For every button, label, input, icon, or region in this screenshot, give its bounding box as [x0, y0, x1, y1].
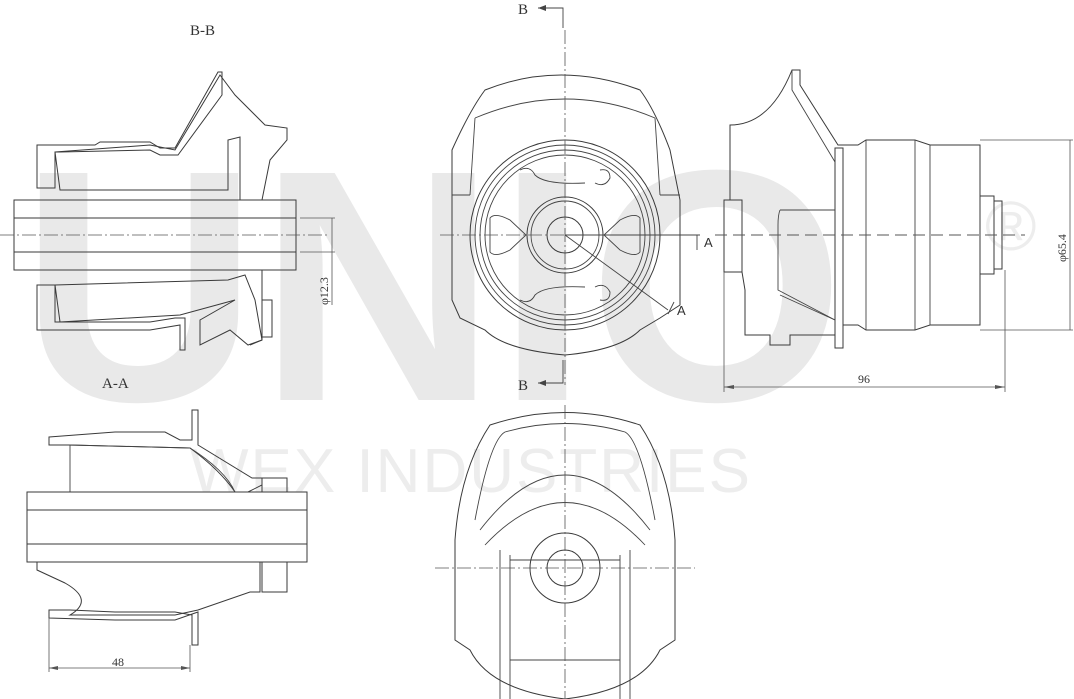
dim-overall-length: 96 — [858, 372, 870, 386]
watermark: UNIO ® WEX INDUSTRIES — [20, 101, 1037, 506]
dim-section-length: 48 — [112, 655, 124, 669]
section-bb-label: B-B — [190, 23, 215, 39]
dim-inner-diameter: φ12.3 — [317, 277, 331, 305]
cut-b-top-label: B — [518, 2, 528, 18]
cut-a-label-1: A — [704, 235, 713, 250]
front-view: B B A A — [440, 2, 713, 394]
watermark-brand: UNIO — [20, 101, 845, 470]
cut-a-label-2: A — [677, 303, 686, 318]
watermark-company: WEX INDUSTRIES — [190, 437, 752, 506]
cut-b-bottom-label: B — [518, 378, 528, 394]
watermark-registered: ® — [985, 187, 1037, 265]
section-bb-view: B-B φ12.3 — [0, 23, 335, 351]
section-aa-label: A-A — [102, 376, 129, 392]
section-aa-view: A-A 48 — [26, 376, 308, 672]
side-view: φ65.4 96 — [715, 69, 1073, 392]
bottom-view — [435, 405, 695, 699]
dim-outer-diameter: φ65.4 — [1055, 234, 1069, 262]
